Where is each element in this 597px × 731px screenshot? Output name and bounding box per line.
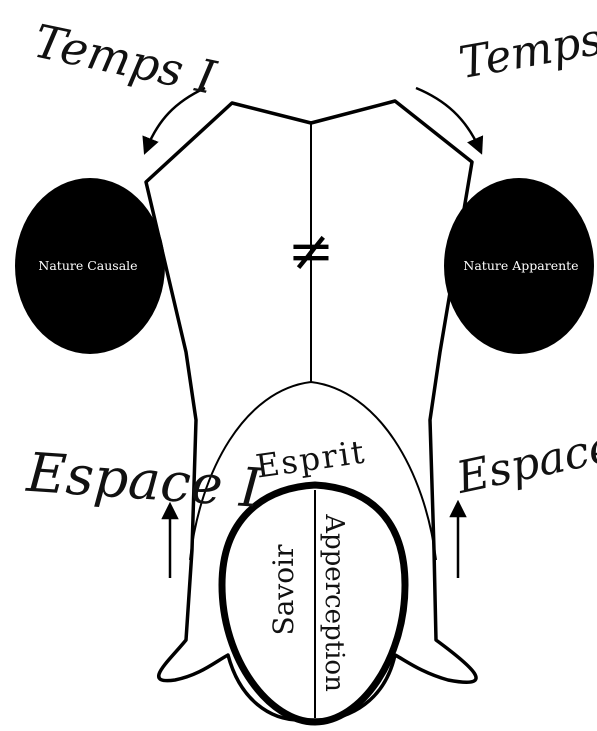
temps-left-label: Temps I (29, 14, 221, 105)
savoir-apperception-loop (222, 485, 405, 722)
nature-apparente-label: Nature Apparente (463, 258, 578, 273)
temps-right-label: Temps 2 (455, 7, 597, 90)
espace-left-label: Espace I (24, 441, 265, 520)
espace-right-label: Espace 2 (451, 412, 597, 504)
savoir-label: Savoir (267, 544, 300, 636)
apperception-label: Apperception (319, 513, 349, 692)
esprit-label: Esprit (253, 432, 368, 485)
nature-causale-label: Nature Causale (38, 258, 137, 273)
not-equal-sign: ≠ (288, 219, 335, 284)
temps-right-arrow (416, 88, 480, 150)
